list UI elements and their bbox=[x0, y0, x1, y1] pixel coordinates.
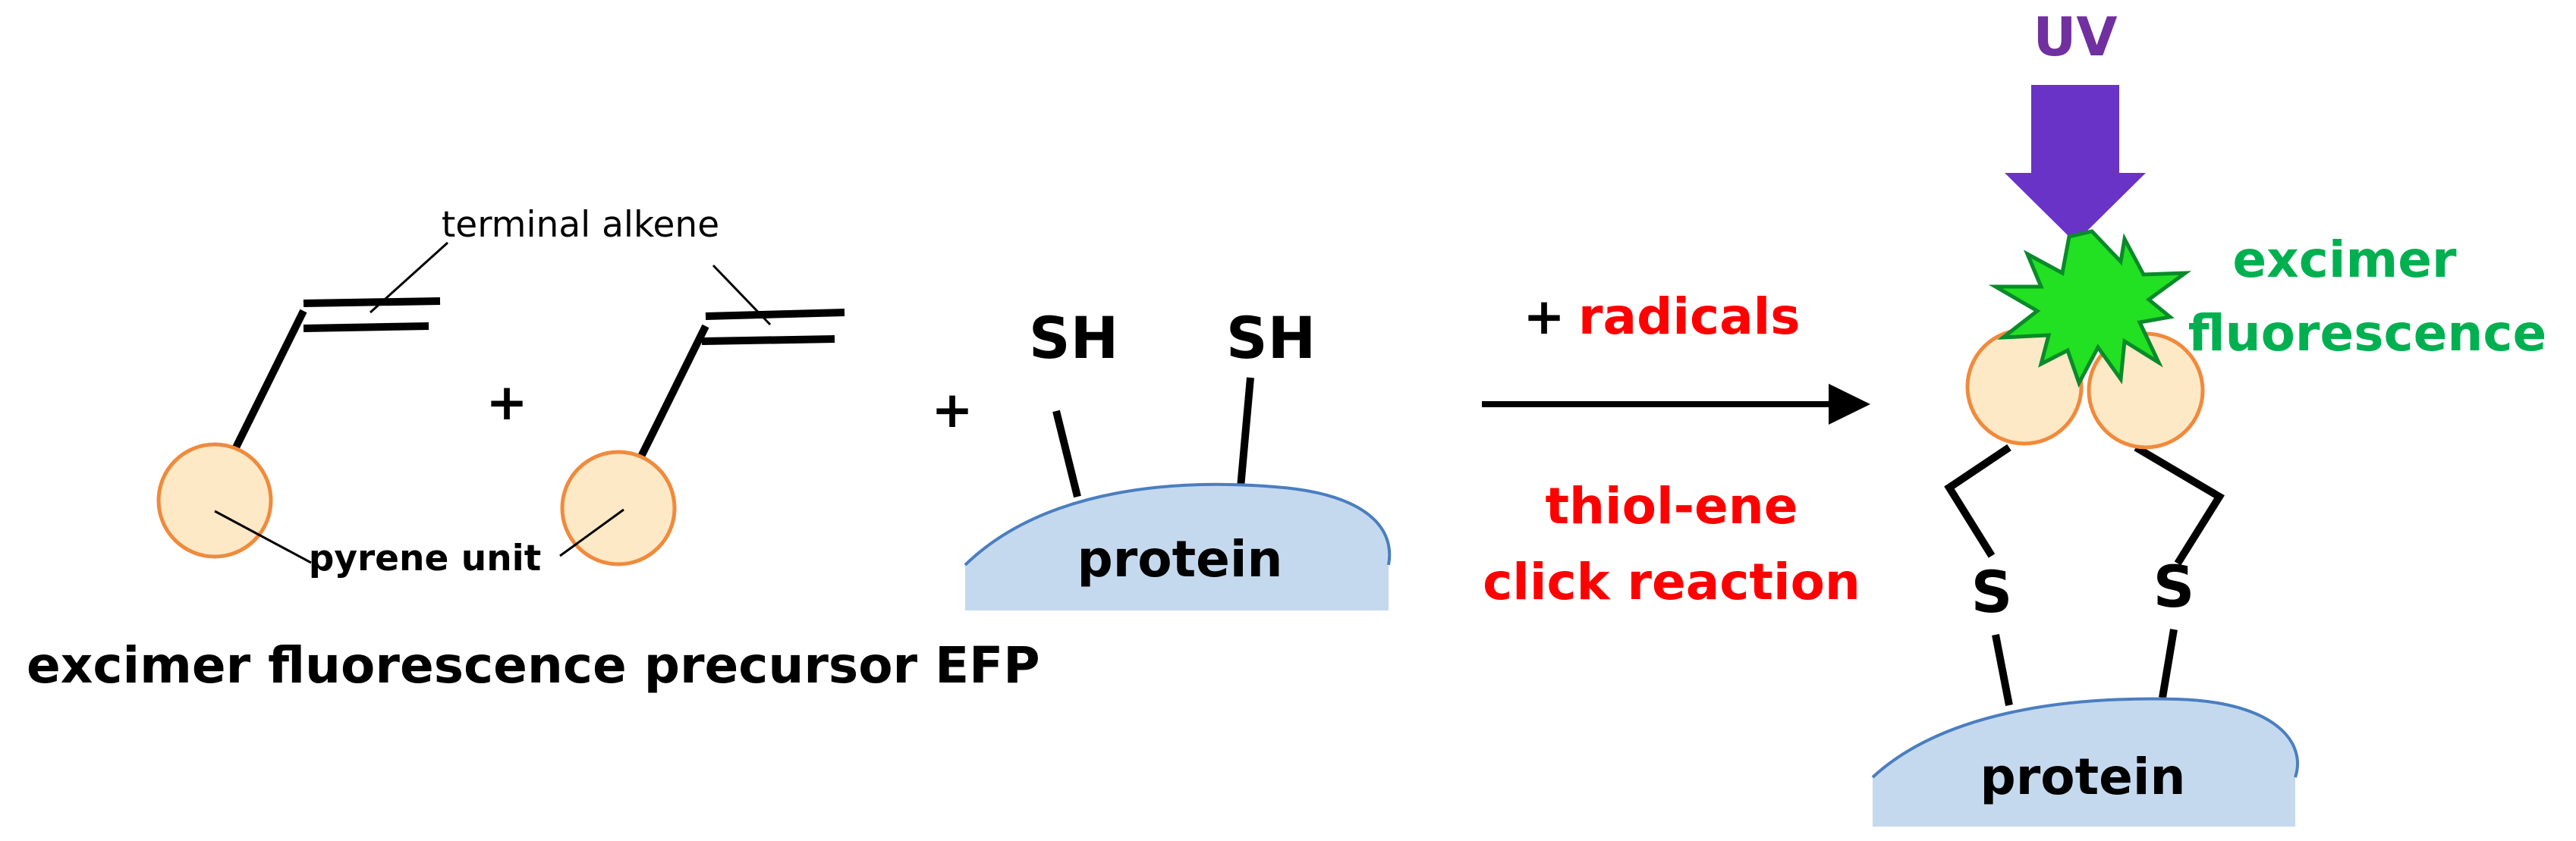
linker-left bbox=[1944, 444, 2011, 558]
s-bond-right bbox=[2159, 629, 2178, 698]
plus-sign-1: + bbox=[486, 373, 527, 431]
radicals-label: radicals bbox=[1578, 287, 1801, 346]
uv-label: UV bbox=[2033, 6, 2117, 68]
fluorescence-label: fluorescence bbox=[2188, 304, 2547, 362]
alkene-double-bond-1b bbox=[303, 322, 429, 332]
excimer-label: excimer bbox=[2232, 231, 2457, 289]
plus-sign-2: + bbox=[931, 381, 973, 439]
protein-left-group: SH SH protein bbox=[964, 304, 1392, 610]
protein-right-shape bbox=[1873, 698, 2298, 827]
alkene-double-bond-2b bbox=[701, 335, 835, 345]
protein-left-shape bbox=[965, 484, 1390, 610]
s-label-right: S bbox=[2153, 553, 2195, 620]
protein-right-label: protein bbox=[1980, 748, 2185, 806]
alkene-chain-2 bbox=[637, 324, 709, 459]
product-group: UV excimer fluorescence S S protein bbox=[1871, 6, 2547, 827]
reaction-arrow-group: + radicals thiol-ene click reaction bbox=[1482, 287, 1870, 611]
efp-molecule-1 bbox=[156, 241, 449, 564]
alkene-double-bond-2a bbox=[705, 309, 845, 320]
terminal-alkene-label: terminal alkene bbox=[442, 204, 719, 246]
sh-label-1: SH bbox=[1029, 304, 1118, 372]
pyrene-unit-2 bbox=[560, 450, 677, 566]
uv-arrow bbox=[2005, 85, 2146, 243]
pyrene-unit-label: pyrene unit bbox=[309, 538, 542, 579]
alkene-pointer-2 bbox=[712, 264, 772, 326]
protein-left-outline bbox=[964, 482, 1392, 566]
alkene-double-bond-1a bbox=[303, 297, 441, 307]
efp-molecule-2 bbox=[559, 264, 845, 566]
efp-caption: excimer fluorescence precursor EFP bbox=[27, 636, 1040, 695]
thiol-ene-label: thiol-ene bbox=[1545, 477, 1798, 535]
linker-right bbox=[2134, 444, 2225, 566]
reaction-arrow-head bbox=[1829, 384, 1870, 425]
click-reaction-label: click reaction bbox=[1483, 553, 1860, 611]
alkene-chain-1 bbox=[231, 309, 307, 451]
s-bond-left bbox=[1992, 634, 2013, 706]
pyrene-pointer-2 bbox=[559, 508, 624, 557]
pyrene-pointer-1 bbox=[214, 510, 312, 564]
s-label-left: S bbox=[1971, 558, 2013, 626]
pyrene-unit-1 bbox=[156, 442, 273, 559]
excimer-starburst bbox=[1988, 229, 2192, 388]
sh-bond-1 bbox=[1052, 410, 1081, 498]
sh-label-2: SH bbox=[1226, 304, 1316, 372]
sh-bond-2 bbox=[1237, 377, 1254, 488]
plus-radicals-plus: + bbox=[1523, 287, 1565, 346]
protein-right-outline bbox=[1871, 697, 2299, 779]
protein-left-label: protein bbox=[1077, 530, 1282, 588]
alkene-pointer-1 bbox=[369, 241, 449, 314]
